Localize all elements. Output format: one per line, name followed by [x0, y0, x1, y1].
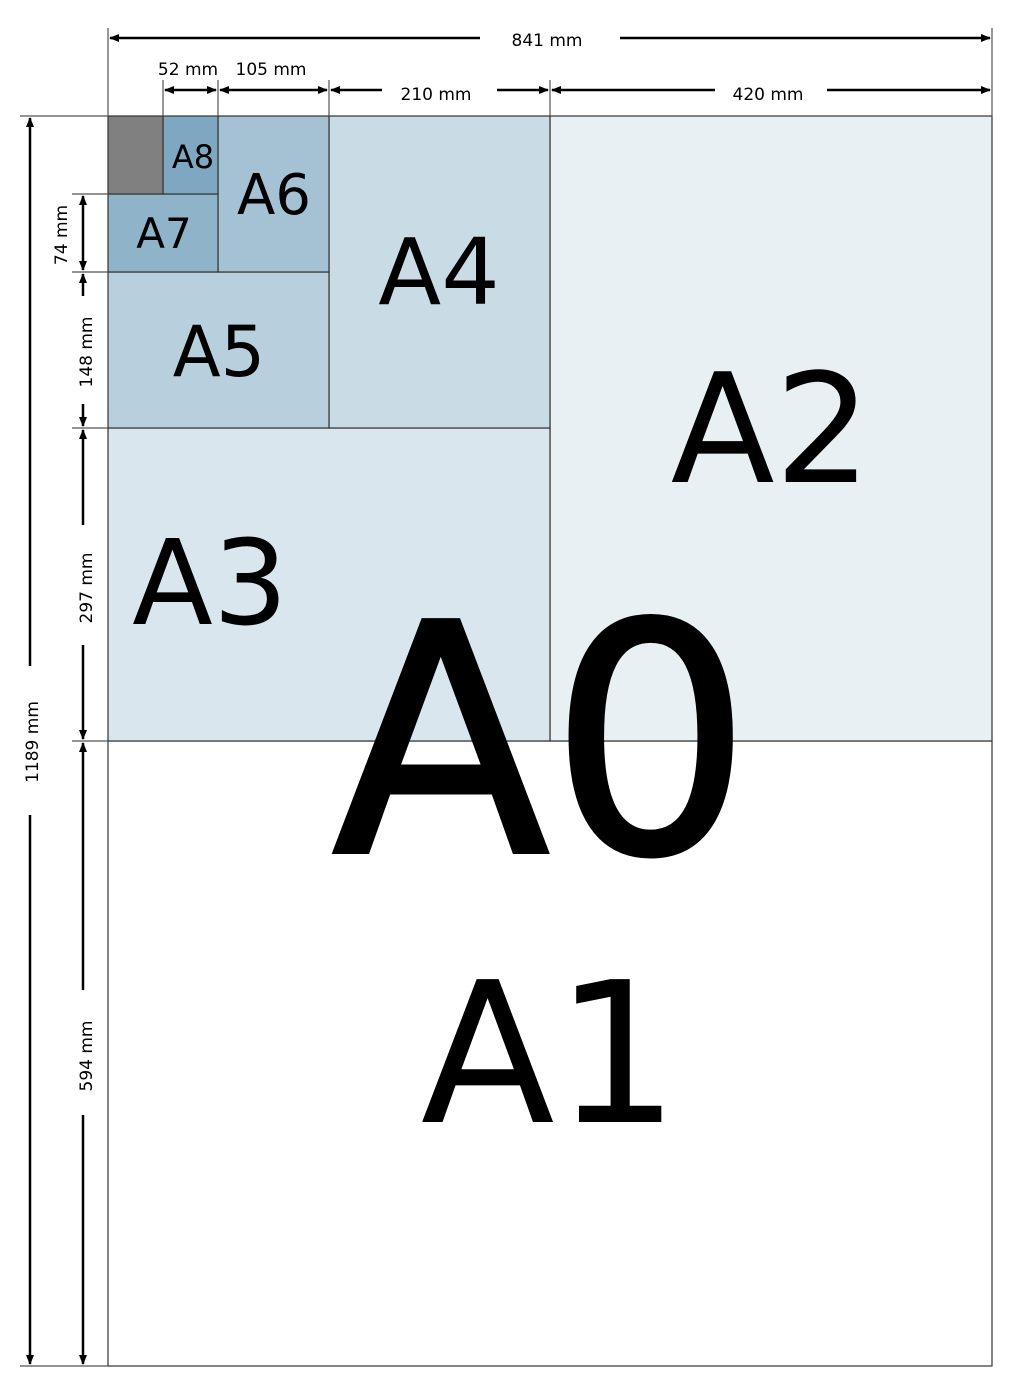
dimension-width-a2: 420 mm — [551, 85, 991, 105]
label-a0: A0 — [332, 557, 752, 927]
sheet-a5 — [107, 271, 330, 429]
dimension-height-a5: 148 mm — [77, 273, 97, 427]
sheet-a7 — [107, 193, 219, 273]
label-a8: A8 — [172, 138, 214, 176]
dimension-label: 210 mm — [401, 85, 472, 105]
dimension-label: 841 mm — [512, 31, 583, 51]
dimension-label: 1189 mm — [23, 701, 43, 783]
dimension-label: 52 mm — [158, 60, 218, 80]
dimension-label: 297 mm — [77, 553, 97, 624]
sheet-smaller — [107, 115, 164, 195]
dimension-height-a3: 297 mm — [77, 429, 97, 740]
dimension-width-a0: 841 mm — [109, 31, 991, 51]
dimension-width-a6: 105 mm — [219, 60, 328, 94]
dimension-label: 74 mm — [52, 205, 72, 265]
dimension-width-a4: 210 mm — [330, 85, 549, 105]
dimension-height-a7: 74 mm — [52, 195, 87, 271]
sheet-a6 — [217, 115, 330, 273]
dimension-label: 594 mm — [77, 1021, 97, 1092]
label-a4: A4 — [378, 219, 499, 326]
dimension-height-a1: 594 mm — [77, 742, 97, 1365]
sheet-a2 — [549, 115, 993, 742]
label-a6: A6 — [237, 163, 311, 228]
dimension-height-a0: 1189 mm — [23, 117, 43, 1365]
label-a2: A2 — [671, 341, 872, 518]
dimension-width-a8: 52 mm — [158, 60, 218, 94]
dimension-label: 420 mm — [733, 85, 804, 105]
sheet-a4 — [328, 115, 551, 429]
label-a7: A7 — [136, 209, 191, 258]
sheet-a1 — [107, 740, 993, 1367]
label-a5: A5 — [173, 311, 265, 393]
label-a3: A3 — [132, 514, 288, 652]
extension-lines — [20, 28, 993, 1367]
dimension-label: 148 mm — [77, 317, 97, 388]
label-a1: A1 — [421, 941, 680, 1169]
dimension-label: 105 mm — [236, 60, 307, 80]
